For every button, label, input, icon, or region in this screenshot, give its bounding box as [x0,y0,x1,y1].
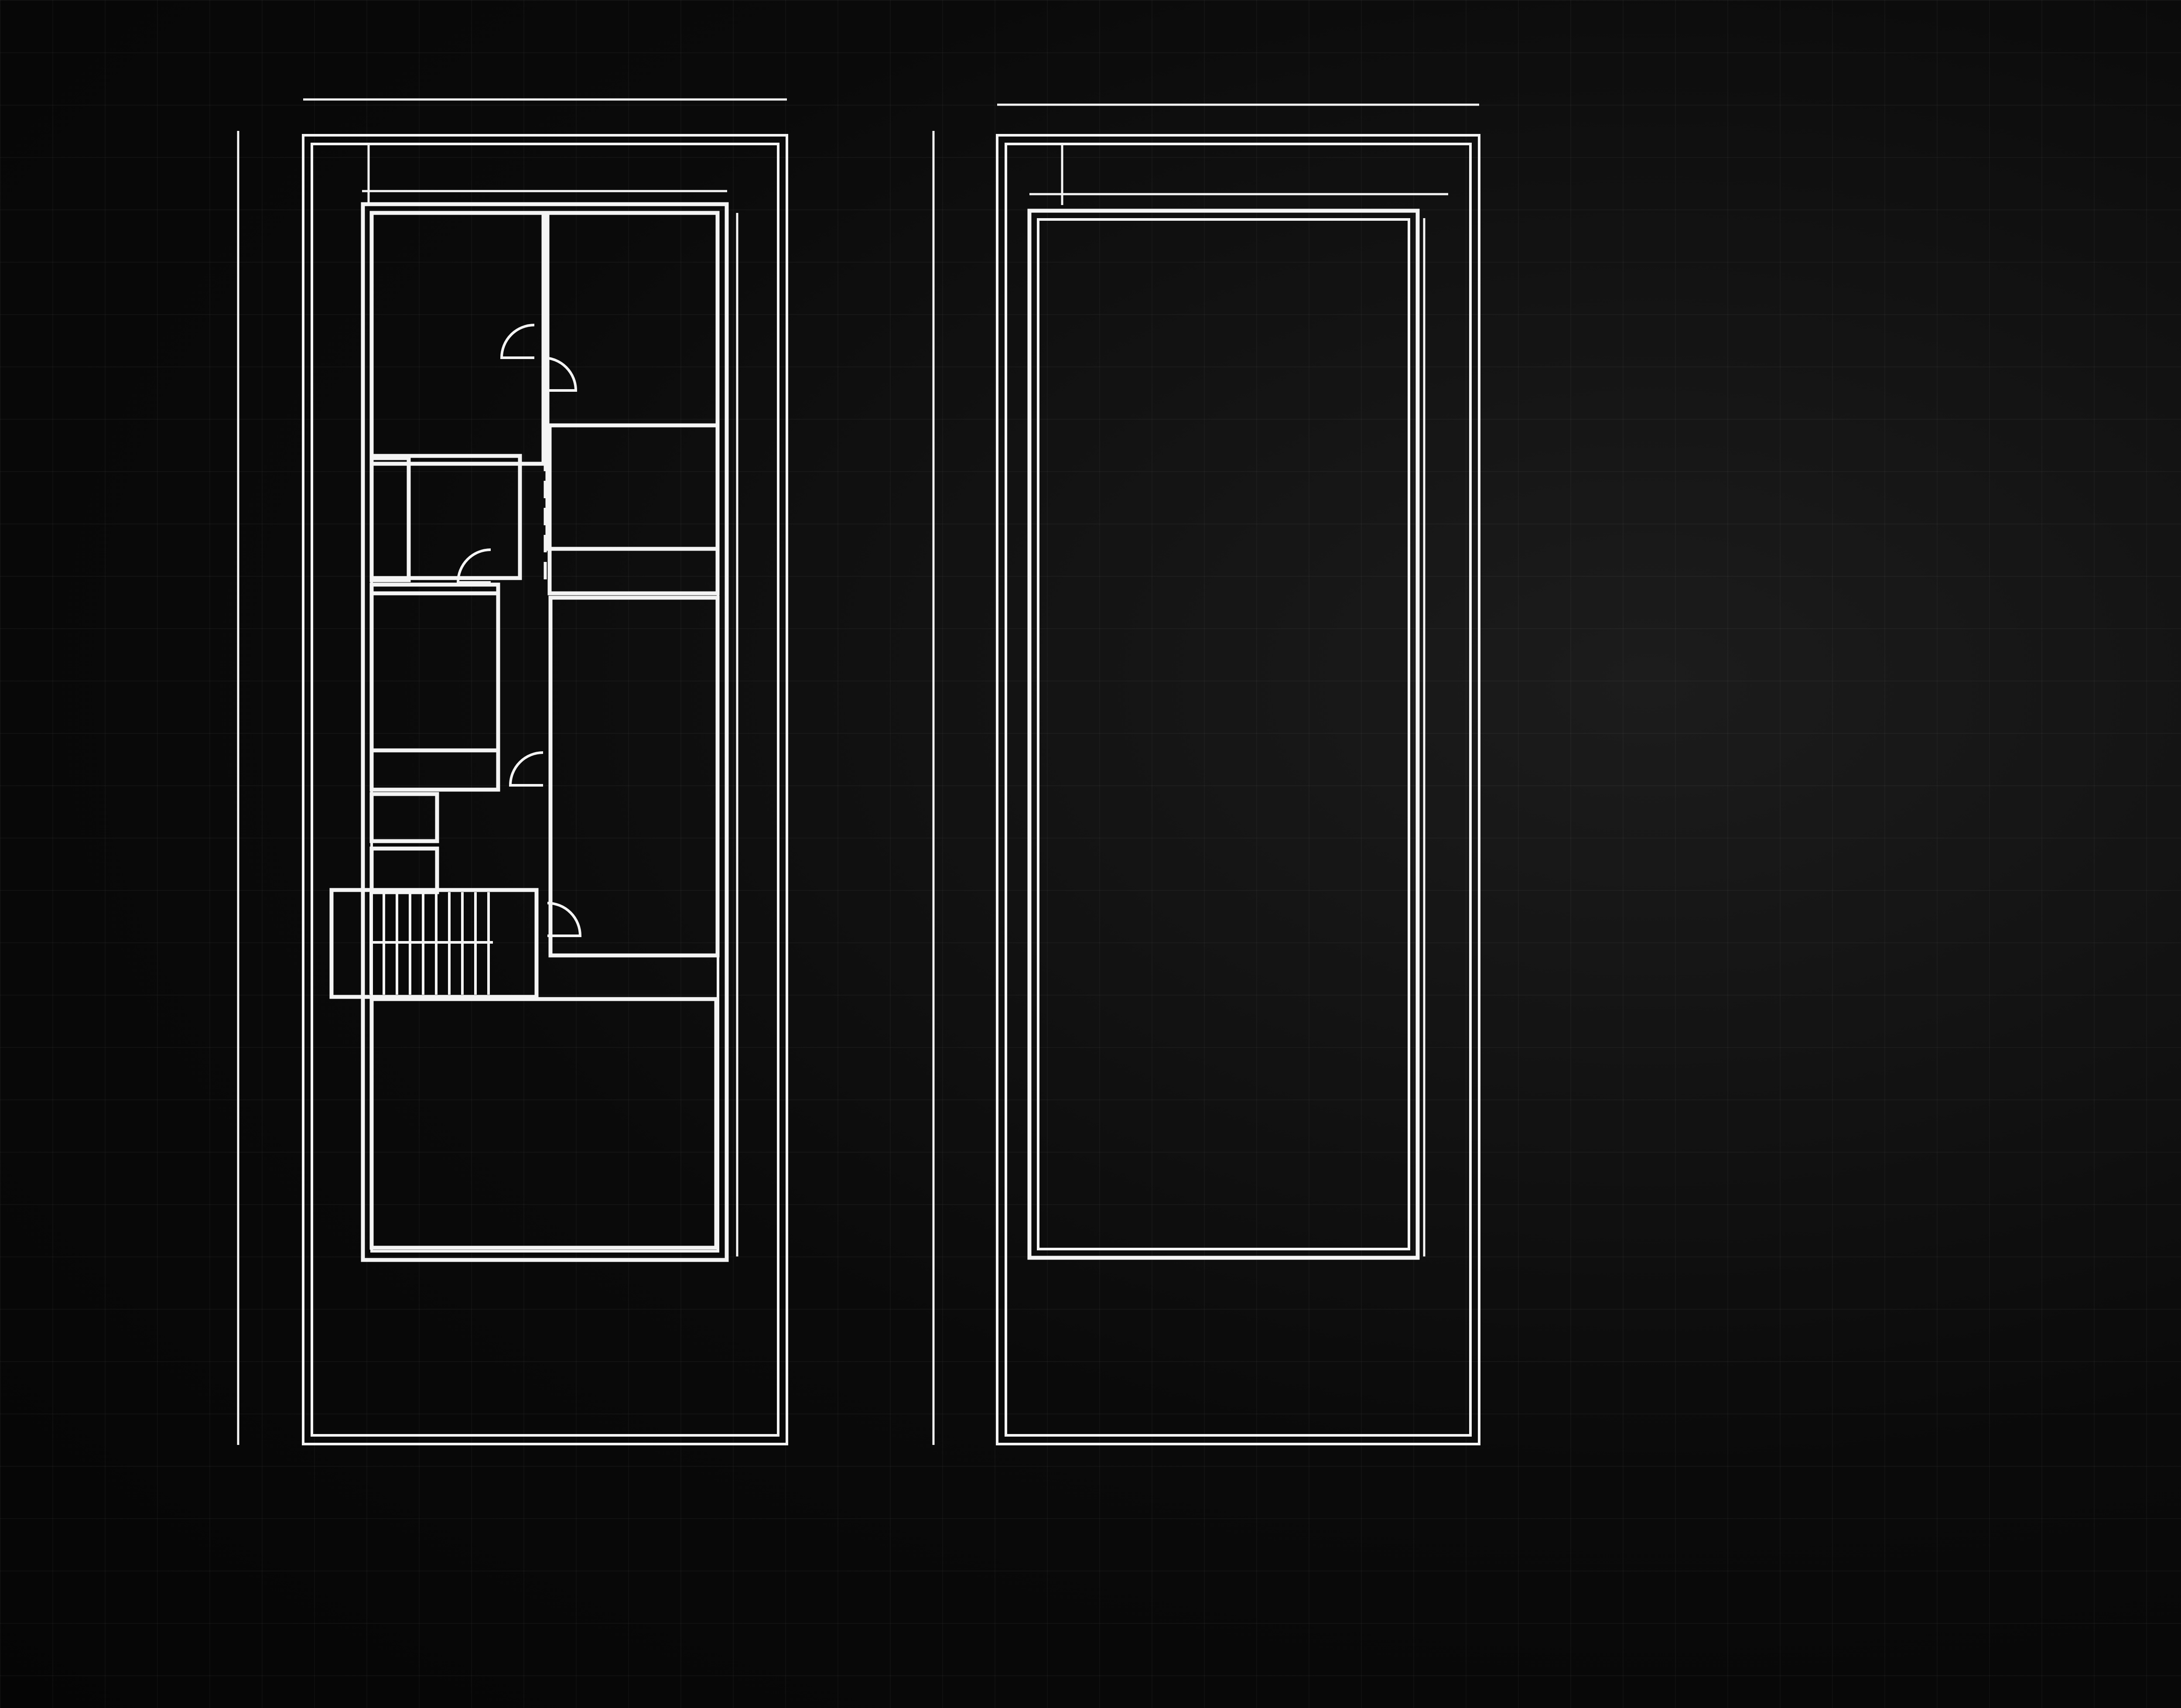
plan-first-floor [932,103,1480,1445]
stair-treads [369,892,493,995]
plan-second-floor [237,98,788,1445]
